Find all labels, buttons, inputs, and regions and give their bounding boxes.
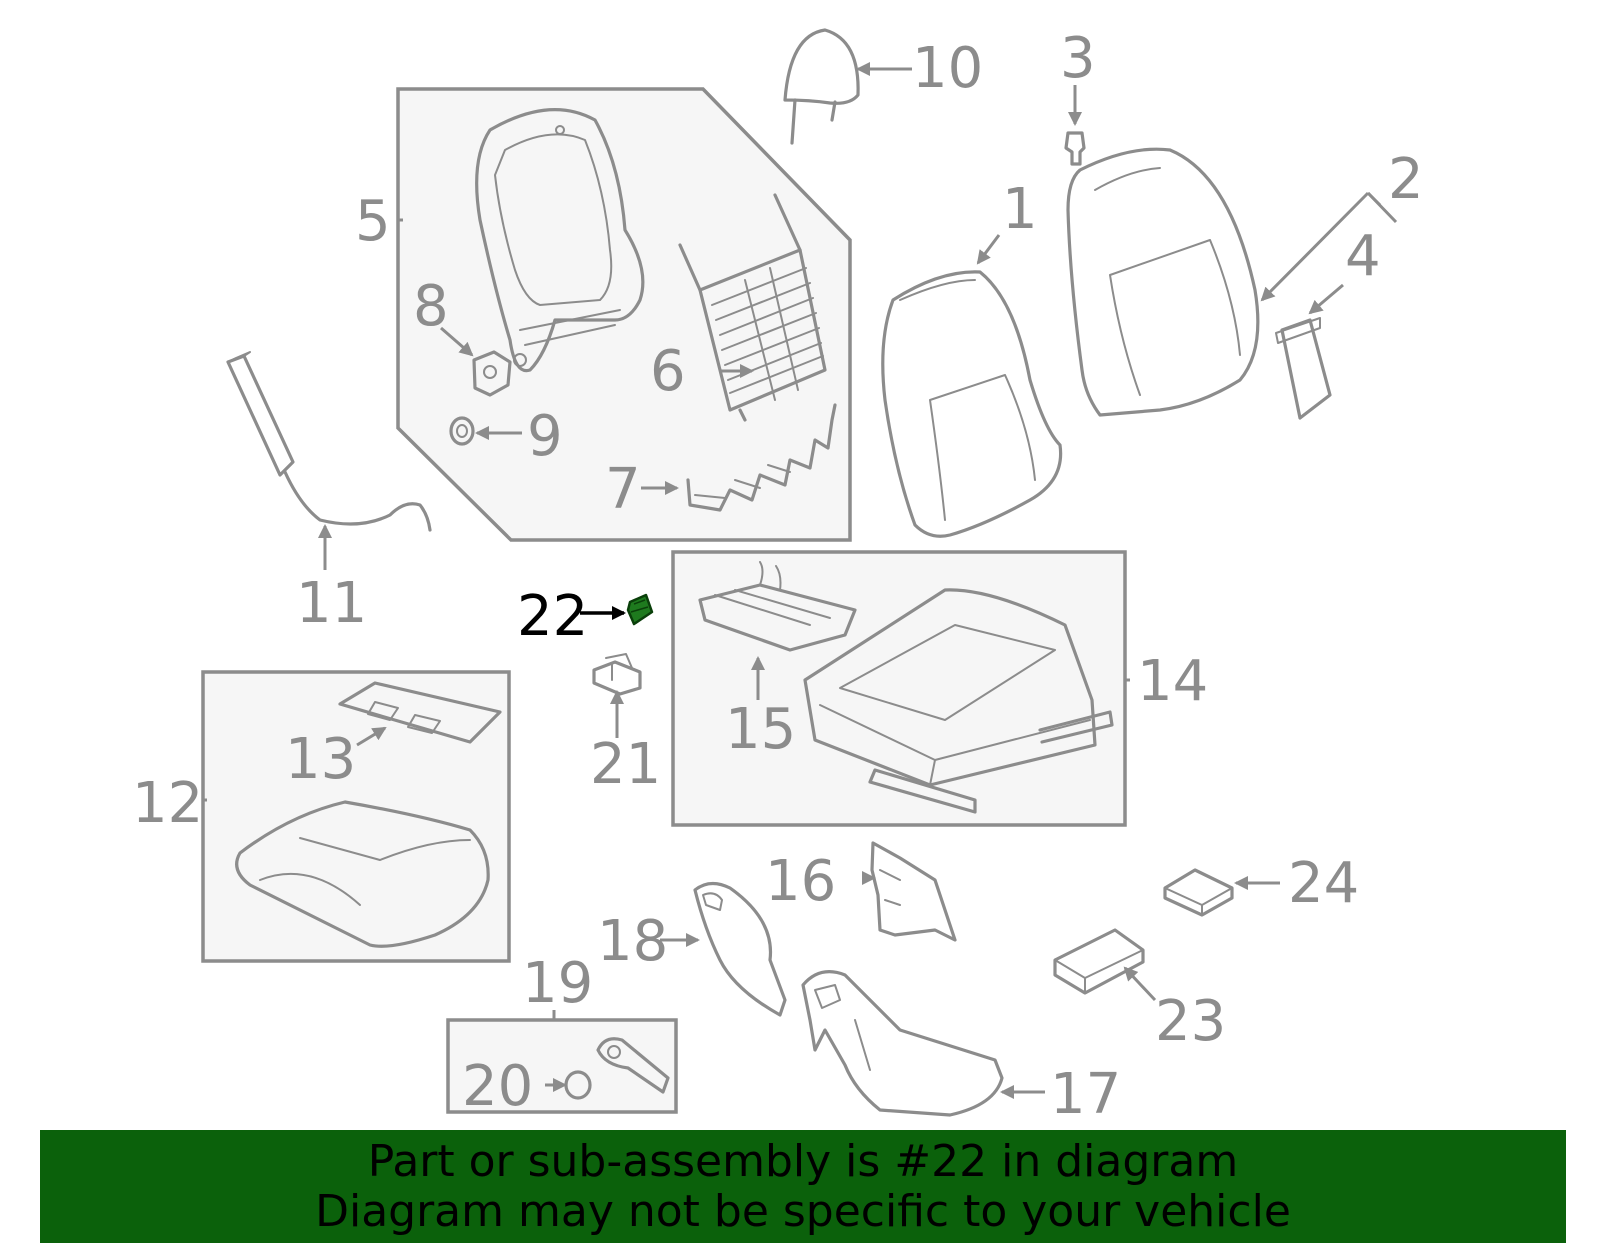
callout-6: 6 [650, 339, 686, 404]
highlighted-part-22[interactable] [626, 593, 654, 626]
callout-16: 16 [765, 849, 836, 914]
callout-17: 17 [1050, 1062, 1121, 1127]
recliner-part[interactable] [472, 350, 512, 397]
side-airbag-part[interactable] [226, 351, 432, 532]
seat-back-rear-cover-part[interactable] [1066, 147, 1260, 417]
seat-frame-part[interactable] [803, 588, 1114, 814]
control-module-part[interactable] [1053, 928, 1145, 995]
trim-bracket-part[interactable] [870, 841, 957, 942]
lever-handle-part[interactable] [596, 1037, 670, 1094]
label-part[interactable] [1275, 317, 1332, 420]
callout-9: 9 [527, 404, 563, 469]
group-box-12 [201, 670, 511, 963]
callout-12: 12 [132, 771, 203, 836]
clip-part[interactable] [1064, 131, 1086, 166]
callout-15: 15 [725, 697, 796, 762]
callout-21: 21 [590, 732, 661, 797]
side-shield-part[interactable] [801, 970, 1004, 1117]
leader-lines [203, 62, 1398, 1099]
seat-switch-part[interactable] [1163, 868, 1234, 917]
retainer-clip-part[interactable] [592, 653, 642, 696]
callout-8: 8 [413, 274, 449, 339]
callout-23: 23 [1155, 989, 1226, 1054]
seat-back-frame-part[interactable] [475, 108, 645, 373]
info-banner: Part or sub-assembly is #22 in diagram D… [40, 1130, 1566, 1243]
group-box-5 [396, 87, 852, 542]
seat-spring-wire-part[interactable] [686, 403, 837, 512]
callout-13: 13 [285, 727, 356, 792]
callout-11: 11 [296, 571, 367, 636]
callout-19: 19 [522, 951, 593, 1016]
headrest-part[interactable] [783, 28, 860, 145]
seat-track-adjuster-part[interactable] [698, 561, 857, 652]
callout-7: 7 [605, 457, 641, 522]
seat-heater-pad-part[interactable] [338, 681, 502, 744]
callout-2: 2 [1388, 147, 1424, 212]
callout-20: 20 [462, 1054, 533, 1119]
callout-22[interactable]: 22 [517, 584, 588, 649]
front-side-shield-part[interactable] [693, 881, 787, 1017]
callout-14: 14 [1137, 649, 1208, 714]
callout-18: 18 [597, 909, 668, 974]
banner-line-part-number: Part or sub-assembly is #22 in diagram [367, 1135, 1239, 1187]
callout-10: 10 [912, 36, 983, 101]
banner-line-disclaimer: Diagram may not be specific to your vehi… [315, 1185, 1291, 1237]
seat-back-cover-part[interactable] [881, 270, 1063, 538]
seat-cushion-cover-part[interactable] [235, 800, 490, 948]
group-box-19 [446, 1018, 678, 1114]
callout-24: 24 [1288, 851, 1359, 916]
group-box-14 [671, 550, 1127, 827]
callout-5: 5 [355, 189, 391, 254]
callout-3: 3 [1060, 26, 1096, 91]
callout-1: 1 [1002, 177, 1038, 242]
washer-part[interactable] [449, 416, 475, 446]
callout-4: 4 [1345, 224, 1381, 289]
callout-labels: 1 2 3 4 5 6 7 8 9 10 11 12 13 14 15 16 1… [132, 26, 1424, 1127]
